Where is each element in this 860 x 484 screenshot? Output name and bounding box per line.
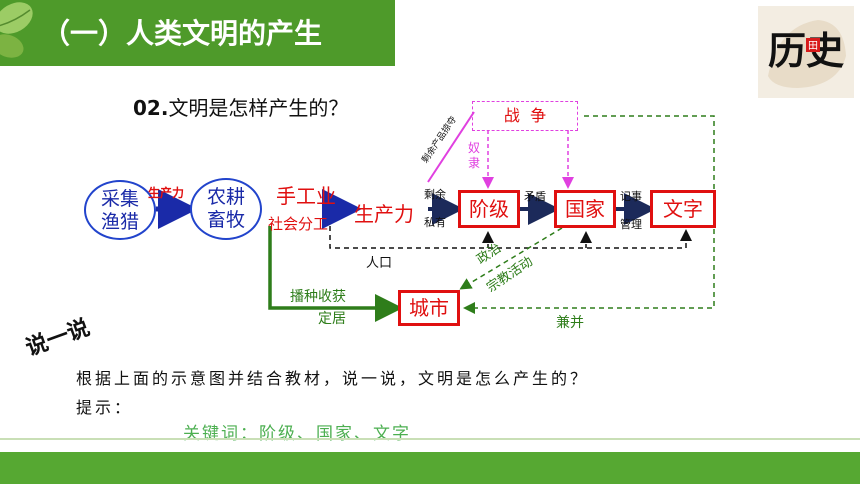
box-war: 战 争: [472, 101, 578, 131]
label-record: 记事: [620, 190, 642, 203]
hint-text: 提示：: [76, 398, 134, 417]
box-state: 国家: [554, 190, 616, 228]
label-farming: 播种收获: [290, 289, 346, 305]
box-city: 城市: [398, 290, 460, 326]
line-political: [459, 227, 563, 290]
prompt-text: 根据上面的示意图并结合教材，说一说，文明是怎么产生的？: [76, 369, 590, 388]
oval-farming-herding: 农耕 畜牧: [190, 178, 262, 240]
question-heading: 02.文明是怎样产生的？: [133, 92, 348, 121]
label-population: 人口: [366, 256, 393, 271]
page-title: （一）人类文明的产生: [42, 17, 323, 50]
oval-hunting-gathering: 采集 渔猎: [84, 180, 156, 240]
oval2-line1: 农耕: [206, 186, 245, 208]
oval1-line1: 采集: [100, 188, 139, 210]
box-class: 阶级: [458, 190, 520, 228]
label-division: 社会分工: [268, 215, 329, 233]
question-text: 文明是怎样产生的？: [168, 96, 349, 120]
label-surplus: 剩余: [424, 188, 446, 201]
label-settle: 定居: [318, 311, 346, 327]
label-merge: 兼并: [556, 315, 584, 331]
label-handicraft: 手工业: [276, 184, 336, 208]
label-slave: 奴隶: [468, 141, 481, 170]
line-surplus-plunder: [427, 111, 475, 183]
label-productivity: 生产力: [354, 202, 414, 226]
line-population: [329, 226, 692, 249]
oval2-line2: 畜牧: [206, 209, 245, 231]
label-private: 私有: [424, 216, 446, 229]
oval1-line2: 渔猎: [100, 211, 139, 233]
logo-stamp: 田: [808, 41, 818, 52]
bottom-divider: [0, 438, 860, 440]
leaf-decoration-icon: [0, 2, 33, 58]
question-number: 02.: [133, 96, 169, 120]
keywords-text: 关键词：阶级、国家、文字: [183, 424, 411, 444]
bottom-bar: [0, 452, 860, 484]
box-writing: 文字: [650, 190, 716, 228]
label-manage: 管理: [620, 218, 642, 231]
line-farming-settle: [268, 226, 403, 322]
title-bar: [0, 0, 395, 66]
history-logo: 历史 田: [758, 6, 854, 98]
label-productivity-small: 生产力: [148, 186, 185, 200]
label-conflict: 矛盾: [524, 190, 546, 203]
